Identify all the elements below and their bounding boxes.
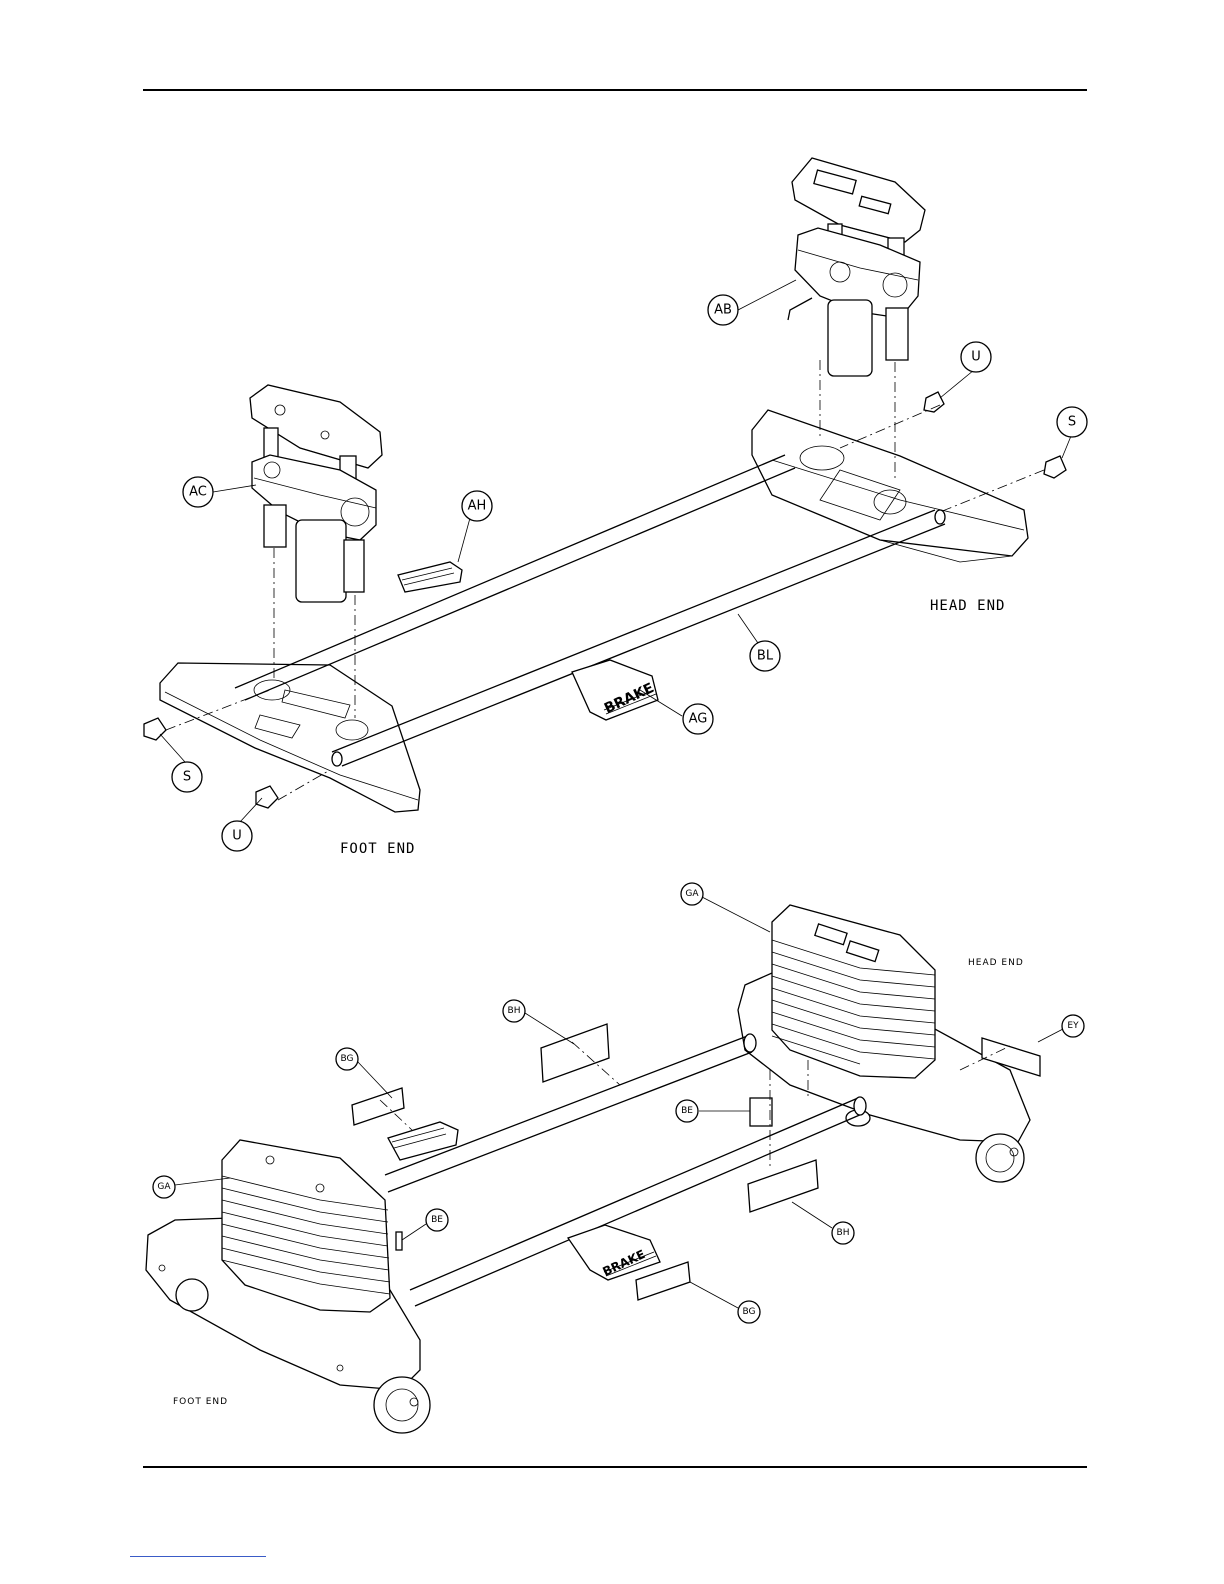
pedal-ag: BRAKE [572, 660, 658, 720]
callout-u-head: U [961, 342, 991, 372]
svg-text:BH: BH [508, 1006, 521, 1016]
callout-be-foot: BE [426, 1209, 448, 1231]
callout-ga-head: GA [681, 883, 703, 905]
head-end-frame [752, 410, 1028, 562]
foot-end-actuator [250, 385, 382, 602]
foot-end-label-bottom: FOOT END [173, 1397, 228, 1407]
callout-be-center: BE [676, 1100, 698, 1122]
fastener-u-head [924, 392, 944, 412]
head-end-actuator [788, 158, 925, 376]
head-end-bellows [772, 905, 935, 1078]
decal-bg-top [352, 1088, 404, 1125]
head-end-label-bottom: HEAD END [968, 958, 1024, 968]
pedal-ah-bottom [388, 1122, 458, 1160]
pedal-ah [398, 562, 462, 592]
callout-bh-top: BH [503, 1000, 525, 1022]
decal-bh-top [541, 1024, 609, 1082]
svg-text:BE: BE [431, 1215, 443, 1225]
head-end-label-top: HEAD END [930, 598, 1005, 614]
svg-text:AG: AG [689, 712, 708, 727]
svg-text:BH: BH [837, 1228, 850, 1238]
svg-text:BE: BE [681, 1106, 693, 1116]
foot-end-bellows [222, 1140, 390, 1312]
foot-end-frame [160, 663, 420, 812]
svg-text:AC: AC [189, 485, 207, 500]
svg-text:BG: BG [743, 1307, 756, 1317]
callout-ey: EY [1062, 1015, 1084, 1037]
foot-end-label-top: FOOT END [340, 841, 415, 857]
callout-s-foot: S [172, 762, 202, 792]
top-exploded-view: BRAKE [144, 158, 1087, 857]
svg-text:BL: BL [757, 649, 774, 664]
callout-u-foot: U [222, 821, 252, 851]
fastener-s-head [1044, 456, 1066, 478]
callout-bl: BL [750, 641, 780, 671]
svg-text:BG: BG [341, 1054, 354, 1064]
svg-text:AH: AH [468, 499, 487, 514]
callout-ga-foot: GA [153, 1176, 175, 1198]
svg-text:EY: EY [1067, 1021, 1079, 1031]
svg-text:S: S [1068, 415, 1076, 430]
callout-bg-top: BG [336, 1048, 358, 1070]
callout-s-head: S [1057, 407, 1087, 437]
svg-text:GA: GA [157, 1182, 171, 1192]
callout-bg-bottom: BG [738, 1301, 760, 1323]
svg-text:U: U [232, 829, 242, 844]
callout-ac: AC [183, 477, 213, 507]
decal-be-foot [396, 1232, 402, 1250]
svg-text:U: U [971, 350, 981, 365]
fastener-u-foot [256, 786, 278, 808]
svg-text:GA: GA [685, 889, 699, 899]
decal-bh-bottom [748, 1160, 818, 1212]
callout-ab: AB [708, 295, 738, 325]
svg-text:S: S [183, 770, 191, 785]
bottom-assembled-view: BRAKE [146, 883, 1084, 1433]
callout-ah: AH [462, 491, 492, 521]
callout-ag: AG [683, 704, 713, 734]
pedal-ag-bottom: BRAKE [568, 1225, 660, 1280]
decal-be-center [750, 1098, 772, 1126]
callout-bh-bottom: BH [832, 1222, 854, 1244]
svg-text:AB: AB [714, 303, 732, 318]
